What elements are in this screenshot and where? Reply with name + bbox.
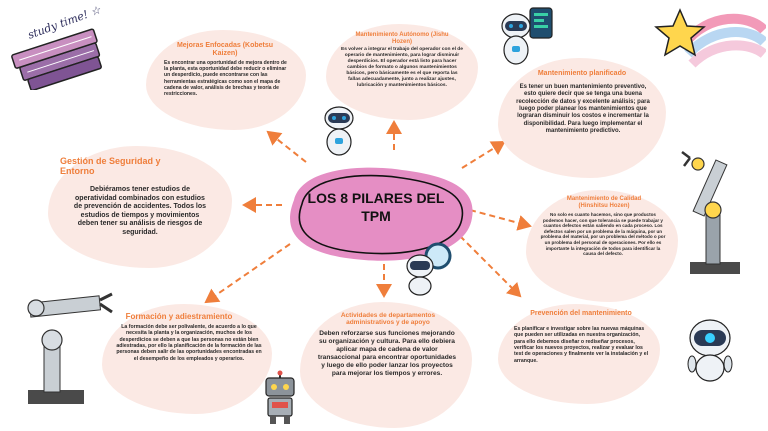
node-administrativos-text: Deben reforzarse sus funciones mejorando… (317, 330, 457, 378)
arrow-to-prevencion (459, 235, 522, 298)
robot-arm-right-icon (681, 151, 740, 274)
node-planificado-text: Es tener un buen mantenimiento preventiv… (516, 84, 650, 134)
robot-center-top-icon (324, 106, 354, 156)
node-prevencion-text: Es planificar e investigar sobre las nue… (514, 326, 649, 364)
arrow-to-mejoras (266, 130, 307, 163)
lightbulb-icon (705, 333, 715, 343)
blob-prevencion (498, 304, 660, 404)
center-title-line2: TPM (361, 207, 391, 224)
center-title-line1: LOS 8 PILARES DEL (307, 190, 445, 206)
node-planificado-title: Mantenimiento planificado (537, 70, 627, 77)
node-autonomo-text: Es volver a integrar el trabajo del oper… (340, 47, 464, 88)
arrow-to-formacion (204, 243, 291, 304)
blob-mejoras (146, 30, 306, 130)
robot-magnifier-icon (406, 242, 452, 296)
center-blob (290, 167, 473, 261)
blob-administrativos (300, 302, 472, 428)
blob-planificado (498, 58, 666, 178)
node-formacion-title: Formación y adiestramiento (125, 312, 233, 321)
node-autonomo-title: Mantenimiento Autónomo (Jishu Hozen) (355, 32, 449, 45)
star-icon (654, 8, 706, 57)
node-mejoras-title: Mejoras Enfocadas (Kobetsu Kaizen) (176, 42, 274, 58)
robot-bulb-icon (687, 319, 733, 382)
blob-formacion (102, 304, 272, 414)
robot-boxy-icon (265, 370, 295, 424)
node-formacion-text: La formación debe ser polivalente, de ac… (116, 324, 262, 362)
robot-top-icon (501, 7, 553, 65)
node-seguridad-title: Gestión de Seguridad y Entorno (60, 156, 161, 177)
blob-calidad (526, 190, 678, 302)
node-administrativos-title: Actividades de departamentos administrat… (340, 312, 436, 327)
node-seguridad-text: Debiéramos tener estudios de operativida… (73, 186, 207, 236)
books-sticker (11, 28, 102, 90)
center-title: LOS 8 PILARES DEL TPM (296, 190, 456, 225)
node-mejoras-text: Es encontrar una oportunidad de mejora d… (164, 60, 287, 98)
node-prevencion-title: Prevención del mantenimiento (530, 310, 632, 317)
node-calidad-text: No solo es cuanto hacemos, sino que prod… (540, 212, 666, 257)
rainbow-star-sticker (654, 8, 766, 68)
blob-autonomo (326, 24, 478, 120)
robot-arm-left-icon (27, 292, 113, 404)
arrow-to-calidad (469, 209, 532, 231)
arrow-to-planificado (461, 140, 506, 169)
blob-seguridad (48, 146, 232, 268)
node-calidad-title: Mantenimiento de Calidad (Hinshitsu Hoze… (566, 196, 642, 209)
